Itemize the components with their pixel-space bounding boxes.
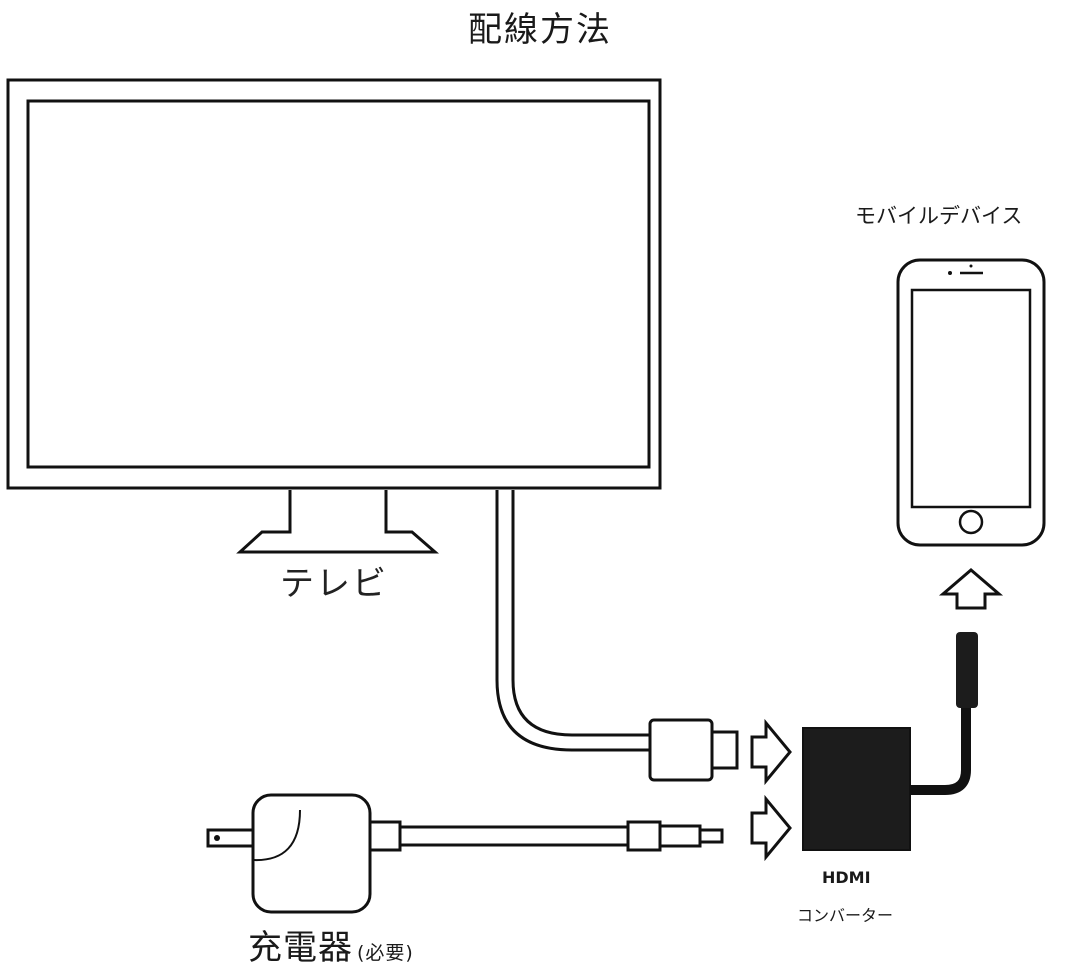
smartphone-illustration <box>896 258 1046 547</box>
converter-label-hdmi: HDMI <box>822 868 871 887</box>
home-button-icon <box>958 509 984 535</box>
tv-illustration <box>6 78 662 554</box>
charger-note: (必要) <box>357 942 414 964</box>
arrow-right-icon <box>750 794 792 862</box>
tv-stand <box>236 490 440 554</box>
charger-usb <box>368 820 402 852</box>
hdmi-plug <box>648 718 714 782</box>
camera-icon <box>948 271 952 275</box>
charger-label-group: 充電器(必要) <box>248 920 414 969</box>
arrow-right-icon <box>750 718 792 786</box>
mobile-device-label: モバイルデバイス <box>855 204 1023 228</box>
converter-label: コンバーター <box>797 906 894 925</box>
tv-screen <box>26 99 651 469</box>
charger-label: 充電器 <box>248 928 353 968</box>
charger-cable <box>398 825 630 847</box>
hdmi-cable <box>495 490 739 782</box>
converter-lightning-cable <box>910 705 971 795</box>
charger-body <box>251 793 372 914</box>
diagram-title: 配線方法 <box>468 10 612 50</box>
lightning-plug <box>956 632 978 708</box>
charger-plug <box>626 820 662 852</box>
charger-illustration <box>206 793 724 914</box>
arrow-up-icon <box>938 568 1004 610</box>
hdmi-plug-tip <box>710 730 739 770</box>
tv-label: テレビ <box>280 564 388 604</box>
phone-screen <box>910 288 1032 509</box>
hdmi-converter-box <box>802 727 911 851</box>
